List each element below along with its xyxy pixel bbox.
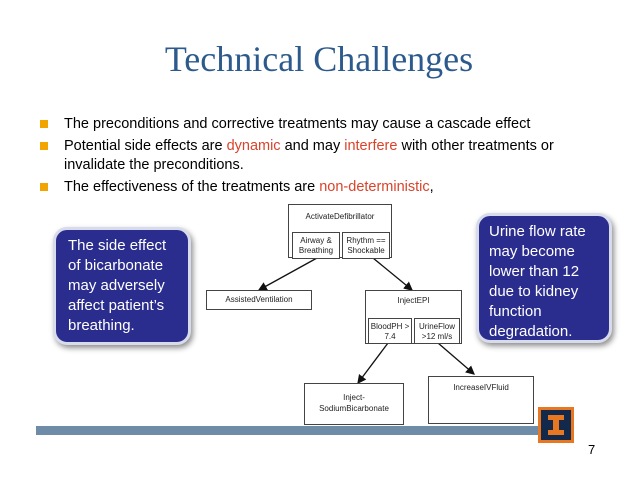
slide-title: Technical Challenges bbox=[164, 39, 474, 79]
bullet-list: The preconditions and corrective treatme… bbox=[38, 115, 598, 200]
precondition-label: UrineFlow >12 ml/s bbox=[418, 322, 455, 341]
precondition-label: Airway & Breathing bbox=[298, 236, 334, 255]
precondition-urine-flow: UrineFlow >12 ml/s bbox=[414, 318, 460, 344]
node-label: Inject-SodiumBicarbonate bbox=[319, 393, 389, 413]
bullet-square-icon bbox=[40, 183, 48, 191]
connector-line bbox=[372, 257, 414, 291]
bullet-text: Potential side effects are bbox=[64, 138, 227, 154]
callout-left: The side effect of bicarbonate may adver… bbox=[53, 227, 191, 345]
precondition-label: Rhythm == Shockable bbox=[346, 236, 386, 255]
bullet-square-icon bbox=[40, 142, 48, 150]
highlight-text: non-deterministic bbox=[319, 179, 430, 195]
connector-line bbox=[437, 342, 475, 375]
bullet-item: Potential side effects are dynamic and m… bbox=[38, 137, 598, 175]
bullet-text: The effectiveness of the treatments are bbox=[64, 179, 320, 195]
connector-line bbox=[257, 257, 318, 291]
bullet-item: The preconditions and corrective treatme… bbox=[38, 115, 598, 134]
node-increase-iv-fluid: IncreaseIVFluid bbox=[428, 376, 534, 424]
precondition-blood-ph: BloodPH > 7.4 bbox=[368, 318, 412, 344]
page-number: 7 bbox=[588, 442, 596, 457]
university-logo bbox=[538, 407, 574, 443]
callout-text: Urine flow rate may become lower than 12… bbox=[489, 223, 586, 340]
node-label: InjectEPI bbox=[397, 296, 430, 305]
precondition-label: BloodPH > 7.4 bbox=[370, 322, 410, 341]
bullet-text: with other treatments or invalidate the … bbox=[64, 138, 554, 173]
footer-band bbox=[36, 426, 570, 435]
node-assisted-ventilation: AssistedVentilation bbox=[206, 290, 312, 310]
bullet-text: , bbox=[429, 179, 434, 195]
node-label: AssistedVentilation bbox=[225, 295, 293, 304]
bullet-item: The effectiveness of the treatments are … bbox=[38, 178, 598, 197]
node-label: ActivateDefibrillator bbox=[305, 212, 375, 221]
connector-line bbox=[357, 342, 389, 385]
highlight-text: dynamic bbox=[226, 138, 281, 154]
bullet-square-icon bbox=[40, 120, 48, 128]
block-i-icon bbox=[548, 415, 564, 435]
callout-text: The side effect of bicarbonate may adver… bbox=[68, 237, 167, 334]
node-label: IncreaseIVFluid bbox=[453, 383, 509, 392]
precondition-rhythm: Rhythm == Shockable bbox=[342, 232, 390, 259]
callout-right: Urine flow rate may become lower than 12… bbox=[476, 213, 612, 343]
bullet-text: The preconditions and corrective treatme… bbox=[64, 116, 531, 132]
node-inject-sodium-bicarbonate: Inject-SodiumBicarbonate bbox=[304, 383, 404, 425]
bullet-text: and may bbox=[280, 138, 345, 154]
highlight-text: interfere bbox=[344, 138, 398, 154]
precondition-airway: Airway & Breathing bbox=[292, 232, 340, 259]
